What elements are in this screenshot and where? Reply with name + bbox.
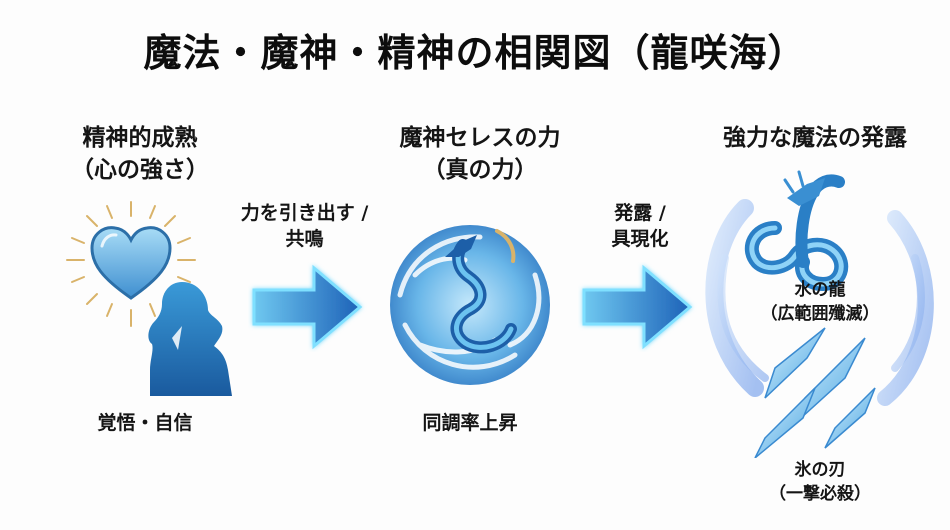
arrow-2-label: 発露 / 具現化	[580, 200, 700, 252]
right-arrow-icon	[578, 262, 698, 352]
arrow-1-label: 力を引き出す / 共鳴	[222, 200, 387, 252]
stage-2-caption: 同調率上昇	[422, 412, 518, 434]
arrow-2-label-line1: 発露 /	[614, 202, 666, 224]
heart-with-woman-silhouette-icon	[62, 200, 232, 400]
arrow-2-label-line2: 具現化	[611, 228, 669, 250]
arrow-1-label-line2: 共鳴	[285, 228, 324, 250]
diagram-title: 魔法・魔神・精神の相関図（龍咲海）	[143, 31, 807, 75]
arrow-1-label-line1: 力を引き出す /	[240, 202, 369, 224]
water-dragon-emblem-icon	[385, 205, 555, 395]
stage-1-title-line1: 精神的成熟	[82, 125, 198, 151]
stage-1-title: 精神的成熟 （心の強さ）	[40, 122, 240, 186]
stage-1-caption: 覚悟・自信	[97, 412, 193, 434]
water-dragon-name: 水の龍	[794, 280, 846, 300]
ice-blade-name: 氷の刃	[794, 460, 846, 480]
stage-2-title: 魔神セレスの力 （真の力）	[350, 122, 610, 186]
water-dragon-detail: （広範囲殲滅）	[760, 304, 880, 324]
stage-2-title-line1: 魔神セレスの力	[399, 125, 561, 151]
water-dragon-output: 水の龍 （広範囲殲滅）	[720, 278, 920, 326]
ice-blade-detail: （一撃必殺）	[769, 484, 871, 504]
stage-2-title-line2: （真の力）	[422, 157, 538, 183]
right-arrow-icon	[248, 262, 368, 352]
stage-1-title-line2: （心の強さ）	[71, 157, 209, 183]
stage-3-title: 強力な魔法の発露	[723, 125, 907, 151]
water-dragon-and-ice-blades-icon	[695, 168, 945, 458]
ice-blade-output: 氷の刃 （一撃必殺）	[720, 458, 920, 506]
